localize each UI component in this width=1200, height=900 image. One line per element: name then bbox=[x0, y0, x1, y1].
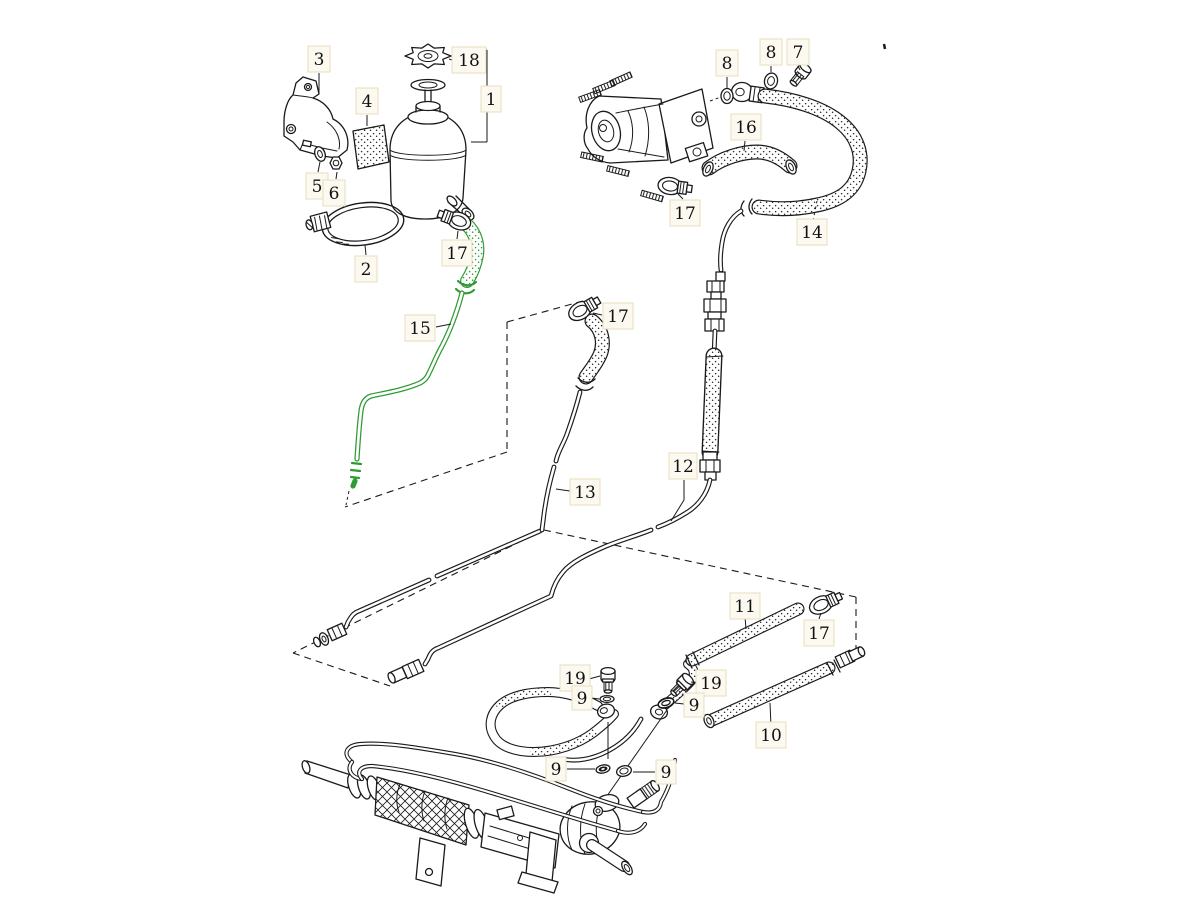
input-shaft bbox=[626, 779, 660, 809]
mounting-bracket bbox=[283, 76, 349, 159]
part-label-16[interactable]: 16 bbox=[730, 113, 762, 141]
banjo-eye-left bbox=[596, 703, 616, 719]
svg-text:1: 1 bbox=[486, 90, 497, 110]
banjo-bolt-7 bbox=[789, 62, 812, 87]
return-line-13-lower bbox=[312, 528, 543, 648]
svg-text:18: 18 bbox=[458, 51, 480, 71]
washer-5 bbox=[313, 146, 327, 162]
bellows-boot bbox=[374, 776, 470, 846]
part-label-6[interactable]: 6 bbox=[322, 179, 346, 207]
tie-rod-right bbox=[578, 832, 633, 876]
part-label-2[interactable]: 2 bbox=[354, 255, 378, 283]
part-label-15[interactable]: 15 bbox=[404, 314, 436, 342]
svg-text:16: 16 bbox=[735, 118, 757, 138]
svg-text:13: 13 bbox=[574, 483, 596, 503]
pressure-line-12 bbox=[387, 208, 744, 684]
steering-rack bbox=[301, 741, 678, 894]
svg-text:17: 17 bbox=[607, 307, 629, 327]
part-label-8-inner[interactable]: 8 bbox=[715, 49, 739, 77]
part-label-17-hose11[interactable]: 17 bbox=[803, 619, 835, 647]
supply-hose-15 bbox=[349, 214, 485, 489]
print-artifact bbox=[882, 43, 887, 50]
part-label-13[interactable]: 13 bbox=[569, 478, 601, 506]
part-label-12[interactable]: 12 bbox=[668, 452, 698, 480]
svg-text:8: 8 bbox=[722, 54, 733, 74]
hose-11 bbox=[685, 602, 805, 669]
part-label-8-outer[interactable]: 8 bbox=[759, 38, 783, 66]
hex-nut-6 bbox=[329, 156, 343, 170]
part-label-11[interactable]: 11 bbox=[729, 592, 761, 620]
part-label-17-pump[interactable]: 17 bbox=[669, 199, 701, 227]
rack-pipes bbox=[344, 741, 678, 835]
svg-text:14: 14 bbox=[801, 223, 823, 243]
part-label-17-reservoir[interactable]: 17 bbox=[441, 239, 473, 267]
svg-text:17: 17 bbox=[446, 244, 468, 264]
svg-text:15: 15 bbox=[409, 319, 431, 339]
rack-mount-leg bbox=[415, 837, 446, 887]
svg-text:10: 10 bbox=[760, 726, 782, 746]
seal-ring-8-outer bbox=[763, 72, 779, 90]
part-label-7[interactable]: 7 bbox=[786, 38, 810, 66]
svg-text:8: 8 bbox=[766, 43, 777, 63]
svg-text:4: 4 bbox=[362, 92, 373, 112]
svg-text:17: 17 bbox=[674, 204, 696, 224]
pressure-hose-14 bbox=[740, 88, 868, 217]
svg-text:9: 9 bbox=[551, 760, 562, 780]
svg-text:9: 9 bbox=[689, 696, 700, 716]
svg-text:19: 19 bbox=[564, 669, 586, 689]
part-label-10[interactable]: 10 bbox=[755, 721, 787, 749]
reservoir-cap bbox=[404, 43, 452, 69]
fluid-reservoir bbox=[389, 100, 475, 221]
union-nut bbox=[326, 622, 348, 642]
part-label-9-bottom-left[interactable]: 9 bbox=[545, 756, 567, 782]
part-label-9-right[interactable]: 9 bbox=[683, 692, 705, 718]
seal-ring-9-bottom-right bbox=[615, 764, 633, 778]
cap-seal-washer bbox=[410, 78, 446, 105]
svg-text:19: 19 bbox=[700, 674, 722, 694]
part-label-17-return-hose[interactable]: 17 bbox=[602, 302, 634, 330]
damping-pad bbox=[352, 124, 390, 170]
reservoir-assembly bbox=[283, 43, 475, 247]
seal-ring-8-inner bbox=[709, 87, 734, 105]
seal-ring-9-bottom-left bbox=[595, 764, 611, 774]
svg-text:3: 3 bbox=[314, 50, 325, 70]
part-label-4[interactable]: 4 bbox=[355, 87, 379, 115]
pump-studs bbox=[578, 71, 664, 203]
braided-section bbox=[701, 347, 724, 461]
hose-10 bbox=[703, 646, 866, 729]
pump-assembly bbox=[578, 71, 714, 203]
part-label-14[interactable]: 14 bbox=[796, 218, 828, 246]
seal-ring-9-left bbox=[599, 694, 615, 704]
svg-text:5: 5 bbox=[312, 177, 323, 197]
part-label-1[interactable]: 1 bbox=[480, 85, 502, 113]
part-label-9-left[interactable]: 9 bbox=[571, 685, 593, 711]
clamp-band-2 bbox=[305, 201, 405, 247]
svg-text:7: 7 bbox=[793, 43, 804, 63]
return-hose-13 bbox=[539, 313, 610, 533]
svg-text:6: 6 bbox=[329, 184, 340, 204]
part-label-9-bottom-right[interactable]: 9 bbox=[655, 759, 677, 785]
svg-text:2: 2 bbox=[361, 260, 372, 280]
part-label-19-right[interactable]: 19 bbox=[695, 669, 727, 697]
svg-text:9: 9 bbox=[661, 763, 672, 783]
part-label-3[interactable]: 3 bbox=[307, 45, 331, 73]
svg-text:9: 9 bbox=[577, 689, 588, 709]
part-label-18[interactable]: 18 bbox=[451, 46, 487, 74]
svg-text:11: 11 bbox=[734, 597, 756, 617]
part-labels: 3 18 1 4 5 6 2 17 15 17 13 8 8 7 16 17 1… bbox=[305, 38, 835, 785]
svg-text:12: 12 bbox=[672, 457, 694, 477]
dashed-plane-upper bbox=[344, 300, 584, 508]
connector-hose-16 bbox=[701, 144, 798, 177]
svg-text:17: 17 bbox=[808, 624, 830, 644]
